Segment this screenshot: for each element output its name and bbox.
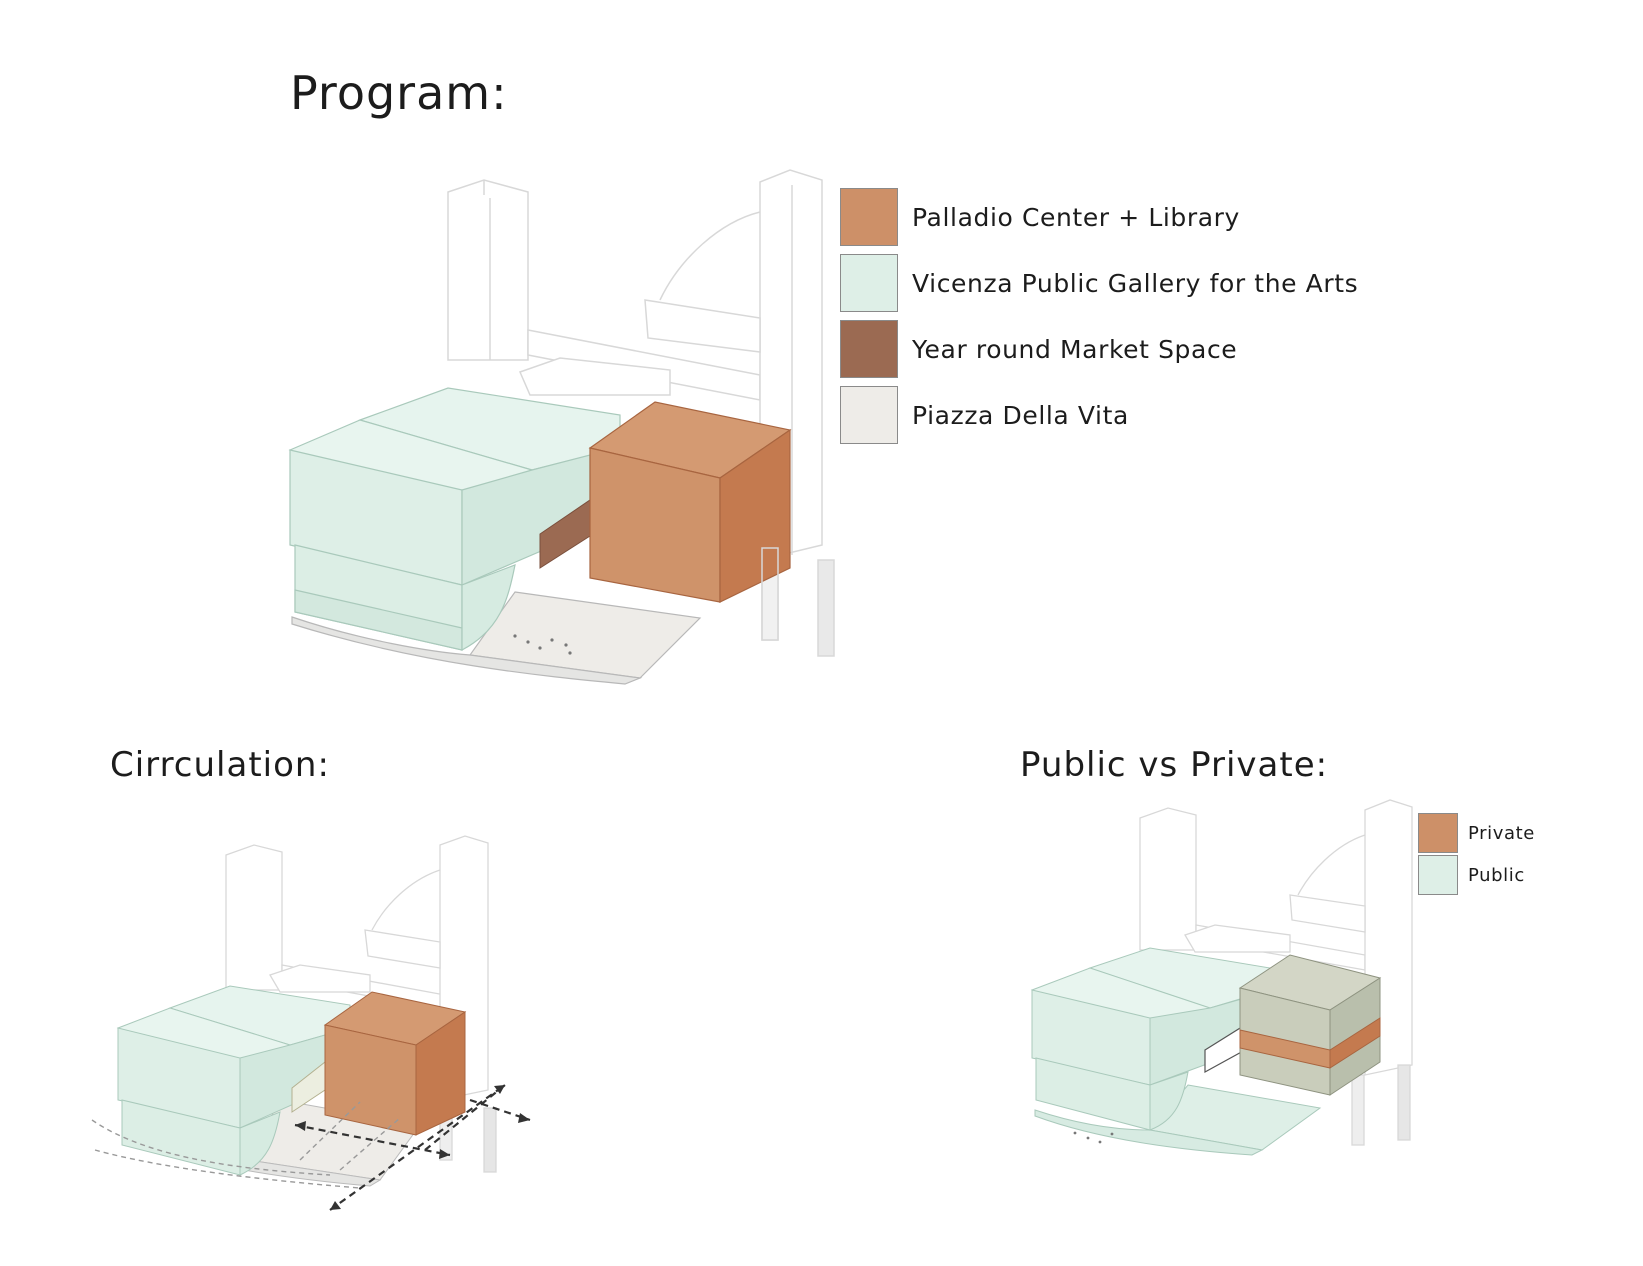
pvp-gallery	[1030, 947, 1271, 1131]
program-title: Program:	[290, 66, 508, 120]
circ-palladio	[323, 991, 467, 1136]
legend-item-public: Public	[1418, 855, 1535, 895]
public-private-legend: Private Public	[1418, 813, 1535, 897]
legend-label-palladio: Palladio Center + Library	[912, 202, 1240, 232]
pvp-palladio	[1238, 954, 1382, 1096]
front-post	[761, 547, 779, 641]
legend-item-gallery: Vicenza Public Gallery for the Arts	[840, 254, 1358, 312]
legend-item-private: Private	[1418, 813, 1535, 853]
gallery-swatch	[840, 254, 898, 312]
legend-label-public: Public	[1468, 864, 1525, 886]
public-swatch	[1418, 855, 1458, 895]
palladio-volume	[588, 401, 792, 603]
legend-label-gallery: Vicenza Public Gallery for the Arts	[912, 268, 1359, 298]
palladio-swatch	[840, 188, 898, 246]
circ-gallery	[116, 985, 351, 1176]
public-private-title: Public vs Private:	[1020, 745, 1329, 785]
legend-label-market: Year round Market Space	[912, 334, 1238, 364]
pvp-piazza	[1034, 1084, 1322, 1156]
circulation-title: Cirrculation:	[110, 745, 330, 785]
legend-label-piazza: Piazza Della Vita	[912, 400, 1129, 430]
legend-item-market: Year round Market Space	[840, 320, 1358, 378]
private-swatch	[1418, 813, 1458, 853]
market-swatch	[840, 320, 898, 378]
gallery-volume	[288, 387, 621, 651]
pvp-context	[1139, 799, 1413, 1146]
legend-label-private: Private	[1468, 822, 1535, 844]
program-legend: Palladio Center + Library Vicenza Public…	[840, 188, 1358, 452]
piazza-swatch	[840, 386, 898, 444]
legend-item-palladio: Palladio Center + Library	[840, 188, 1358, 246]
circulation-arrows-light	[91, 1101, 401, 1189]
legend-item-piazza: Piazza Della Vita	[840, 386, 1358, 444]
circulation-arrowheads	[295, 1085, 530, 1210]
piazza-plaza	[291, 591, 702, 685]
